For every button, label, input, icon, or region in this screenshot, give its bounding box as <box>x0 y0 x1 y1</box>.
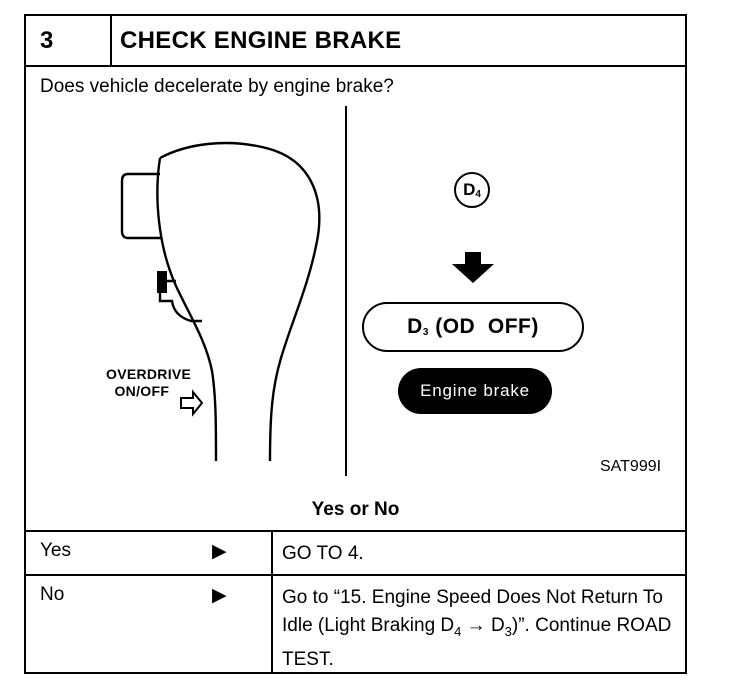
answer-no: No <box>40 584 65 605</box>
shift-knob-outline <box>156 141 321 462</box>
action-yes: GO TO 4. <box>282 543 364 564</box>
figure-code: SAT999I <box>600 458 662 475</box>
step-title: CHECK ENGINE BRAKE <box>120 27 402 54</box>
step-number: 3 <box>26 16 112 65</box>
column-divider <box>271 532 273 574</box>
down-arrow-icon <box>452 252 494 283</box>
d4-position-badge: D4 <box>454 172 490 208</box>
d3-od-off-badge: D3 (OD OFF) <box>362 302 584 352</box>
decision-row-no: No ▶ Go to “15. Engine Speed Does Not Re… <box>26 574 685 672</box>
step-question: Does vehicle decelerate by engine brake? <box>40 76 394 97</box>
arrow-right-icon: ▶ <box>212 585 227 606</box>
action-no: Go to “15. Engine Speed Does Not Return … <box>282 587 672 670</box>
procedure-box: 3 CHECK ENGINE BRAKE Does vehicle decele… <box>24 14 687 674</box>
decision-heading: Yes or No <box>311 499 400 520</box>
decision-row-yes: Yes ▶ GO TO 4. <box>26 530 685 574</box>
pointer-arrow-icon <box>180 389 204 417</box>
step-header: 3 CHECK ENGINE BRAKE <box>26 16 685 67</box>
overdrive-button-outline <box>120 172 162 240</box>
arrow-right-icon: ▶ <box>212 541 227 562</box>
overdrive-label: OVERDRIVE ON/OFF <box>106 366 192 399</box>
shift-lever-illustration <box>120 106 494 476</box>
engine-brake-badge: Engine brake <box>398 368 552 414</box>
release-tab-outline <box>158 279 202 323</box>
release-tab-fill <box>157 271 167 293</box>
answer-yes: Yes <box>40 540 71 561</box>
column-divider <box>271 576 273 672</box>
